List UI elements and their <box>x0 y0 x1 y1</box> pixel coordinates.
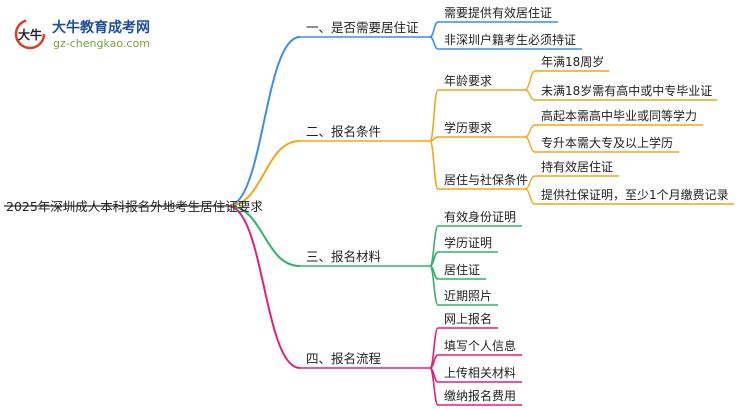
branch-4-child-link-4 <box>429 367 439 406</box>
bull-logo-icon: 大牛 <box>14 18 46 50</box>
branch-link-4 <box>227 205 301 369</box>
branch-4-child-3: 上传相关材料 <box>444 365 516 380</box>
branch-2-child-1: 年龄要求 <box>444 74 492 88</box>
branch-1-child-2: 非深圳户籍考生必须持证 <box>444 32 576 47</box>
branch-1-child-link-1 <box>429 21 439 38</box>
logo-title: 大牛教育成考网 <box>52 20 150 36</box>
branch-link-2 <box>227 140 301 207</box>
branch-3-child-link-4 <box>429 265 439 306</box>
branch-2-child-2: 学历要求 <box>444 120 492 135</box>
branch-3-child-4: 近期照片 <box>444 289 492 303</box>
branch-3-child-3: 居住证 <box>444 263 480 277</box>
branch-2-child-3-leaf-1: 持有效居住证 <box>541 159 613 174</box>
branch-4-child-4: 缴纳报名费用 <box>444 388 516 403</box>
branch-2-child-link-3 <box>429 140 439 190</box>
branch-2-child-1-leaf-link-1 <box>524 70 536 91</box>
branch-2-child-2-leaf-1: 高起本需高中毕业或同等学力 <box>541 108 697 123</box>
logo-mark-text: 大牛 <box>18 27 42 42</box>
branch-3-child-2: 学历证明 <box>444 235 492 250</box>
site-logo: 大牛 大牛教育成考网 gz-chengkao.com <box>12 14 172 56</box>
branch-3-label: 三、报名材料 <box>306 249 382 264</box>
branch-4-label: 四、报名流程 <box>306 351 382 366</box>
branch-2-child-1-leaf-link-2 <box>524 89 536 101</box>
branch-2-child-1-leaf-2: 未满18岁需有高中或中专毕业证 <box>541 83 712 98</box>
branch-link-1 <box>227 36 301 207</box>
branch-2-child-1-leaf-1: 年满18周岁 <box>541 54 604 69</box>
logo-url: gz-chengkao.com <box>53 37 150 50</box>
branch-2-child-2-leaf-link-2 <box>524 136 536 153</box>
branch-2-label: 二、报名条件 <box>306 124 381 139</box>
mindmap-links <box>4 21 735 406</box>
branch-1-child-1: 需要提供有效居住证 <box>444 5 552 20</box>
branch-4-child-1: 网上报名 <box>444 311 492 326</box>
branch-2-child-3: 居住与社保条件 <box>444 172 528 187</box>
branch-link-3 <box>227 205 301 267</box>
branch-4-child-2: 填写个人信息 <box>444 338 516 353</box>
branch-2-child-3-leaf-2: 提供社保证明，至少1个月缴费记录 <box>541 187 729 202</box>
branch-3-child-1: 有效身份证明 <box>444 209 516 224</box>
branch-1-label: 一、是否需要居住证 <box>306 20 419 35</box>
branch-2-child-2-leaf-2: 专升本需大专及以上学历 <box>541 135 673 150</box>
branch-2-child-2-leaf-link-1 <box>524 124 536 138</box>
root-topic: 2025年深圳成人本科报名外地考生居住证要求 <box>6 199 263 214</box>
branch-2-child-link-1 <box>429 89 439 142</box>
branch-1-child-link-2 <box>429 36 439 50</box>
branch-2-child-3-leaf-link-2 <box>524 188 536 205</box>
